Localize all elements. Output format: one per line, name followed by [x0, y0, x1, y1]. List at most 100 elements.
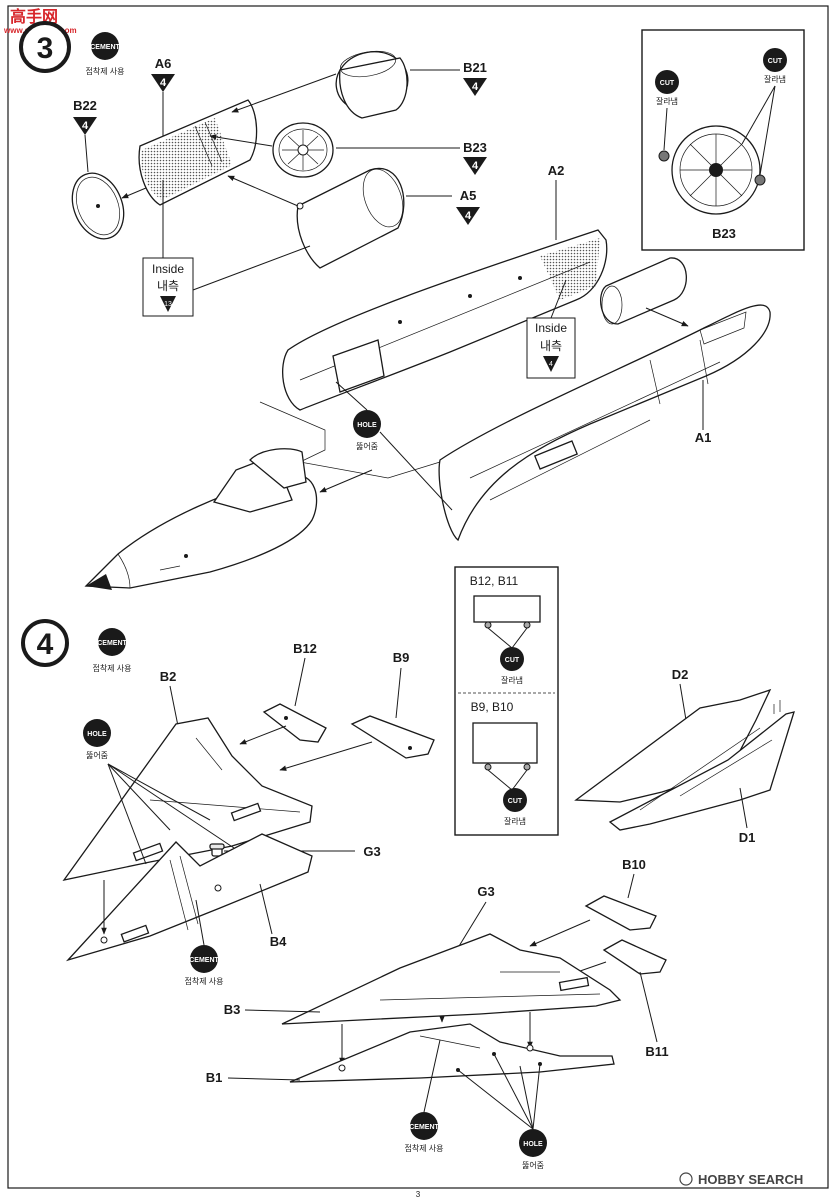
part-label-g3-left: G3	[363, 844, 380, 859]
detail-box-b23-cut: CUT 잘라냄 CUT 잘라냄 B23	[641, 29, 805, 251]
svg-text:CUT: CUT	[508, 798, 523, 805]
svg-text:4: 4	[37, 628, 54, 661]
watermark-hobby-search: HOBBY SEARCH	[679, 1172, 803, 1187]
part-b4-lower-wing	[65, 833, 313, 962]
svg-text:3: 3	[37, 32, 54, 65]
part-engine-pod	[600, 257, 687, 325]
part-b12-flap	[262, 703, 327, 743]
svg-text:HOLE: HOLE	[87, 731, 107, 738]
svg-text:뚫어줌: 뚫어줌	[522, 1160, 544, 1170]
part-label-b10: B10	[622, 857, 646, 872]
part-b1-lower-wing	[289, 1023, 615, 1083]
svg-text:CUT: CUT	[768, 58, 783, 65]
part-b11-flap	[602, 939, 667, 975]
part-b3-upper-wing	[281, 933, 622, 1025]
svg-text:내측: 내측	[157, 279, 179, 293]
svg-text:접착제 사용: 접착제 사용	[92, 663, 131, 673]
page-number: 3	[416, 1190, 421, 1199]
svg-text:B9, B10: B9, B10	[471, 700, 514, 714]
part-label-b21: B21 4	[463, 60, 487, 96]
svg-text:잘라냄: 잘라냄	[764, 74, 786, 84]
svg-text:A5: A5	[460, 188, 477, 203]
detail-b23-disk	[658, 125, 766, 215]
svg-text:잘라냄: 잘라냄	[656, 96, 678, 106]
part-a2-fuselage-half	[282, 229, 608, 411]
part-b10-flap	[584, 895, 657, 931]
cut-badge-right: CUT 잘라냄	[763, 48, 787, 84]
svg-text:잘라냄: 잘라냄	[504, 816, 526, 826]
svg-text:HOLE: HOLE	[357, 422, 377, 429]
part-b9-flap	[350, 715, 435, 759]
part-a6-half-shell	[138, 99, 258, 206]
svg-text:뚫어줌: 뚫어줌	[356, 441, 378, 451]
svg-text:4: 4	[472, 81, 479, 93]
svg-text:13: 13	[164, 301, 172, 308]
svg-text:잘라냄: 잘라냄	[501, 675, 523, 685]
svg-text:4: 4	[82, 120, 89, 132]
svg-text:HOLE: HOLE	[523, 1141, 543, 1148]
svg-text:CUT: CUT	[660, 80, 675, 87]
svg-text:B23: B23	[712, 226, 736, 241]
svg-text:B12, B11: B12, B11	[470, 574, 519, 588]
svg-text:CEMENT: CEMENT	[409, 1124, 439, 1131]
svg-text:CEMENT: CEMENT	[189, 957, 219, 964]
svg-text:4: 4	[472, 160, 479, 172]
part-label-b3: B3	[224, 1002, 241, 1017]
svg-text:4: 4	[160, 77, 167, 89]
step-4-cement-badge-mid: CEMENT 접착제 사용	[184, 945, 224, 986]
svg-text:Inside: Inside	[152, 262, 184, 276]
part-label-b4: B4	[270, 934, 287, 949]
part-label-a6: A6 4	[151, 56, 175, 92]
part-b23-disk	[272, 122, 334, 178]
part-label-a2: A2	[548, 163, 565, 178]
part-label-b2: B2	[160, 669, 177, 684]
detail-box-flap-cut: B12, B11 CUT 잘라냄 B9, B10 CUT 잘라냄	[454, 566, 559, 836]
part-label-b23: B23 4	[463, 140, 487, 175]
part-label-d1: D1	[739, 830, 756, 845]
svg-text:접착제 사용: 접착제 사용	[85, 66, 124, 76]
part-label-d2: D2	[672, 667, 689, 682]
part-a5-half-shell	[296, 167, 405, 269]
part-a1-fuselage	[438, 304, 771, 542]
svg-text:CEMENT: CEMENT	[97, 640, 127, 647]
svg-text:내측: 내측	[540, 339, 562, 353]
svg-text:접착제 사용: 접착제 사용	[184, 976, 223, 986]
step-4-cement-badge: CEMENT 접착제 사용	[92, 628, 132, 673]
part-label-b9: B9	[393, 650, 410, 665]
svg-text:B22: B22	[73, 98, 97, 113]
step-3-hole-badge: HOLE 뚫어줌	[353, 410, 381, 451]
svg-text:4: 4	[549, 361, 553, 368]
part-front-fuselage-nose	[84, 448, 318, 590]
part-d2-d1-vertical-tail	[574, 688, 795, 831]
part-label-a1: A1	[695, 430, 712, 445]
part-label-b22: B22 4	[73, 98, 97, 135]
svg-text:A6: A6	[155, 56, 172, 71]
step-4-hole-badge-bottom: HOLE 뚫어줌	[519, 1129, 547, 1170]
step-3: 3 CEMENT 접착제 사용 A6 4 B22 4	[19, 21, 805, 590]
page-frame	[7, 5, 829, 1189]
part-b22-disk	[71, 172, 125, 240]
svg-text:뚫어줌: 뚫어줌	[86, 750, 108, 760]
svg-text:HOBBY SEARCH: HOBBY SEARCH	[698, 1172, 803, 1187]
svg-text:접착제 사용: 접착제 사용	[404, 1143, 443, 1153]
cut-badge-left: CUT 잘라냄	[655, 70, 679, 106]
part-label-b11: B11	[645, 1044, 668, 1059]
part-label-a5: A5 4	[456, 188, 480, 225]
step-4-number-badge: 4	[21, 619, 69, 667]
inside-callout-1: Inside 내측 13	[142, 257, 194, 317]
svg-text:CUT: CUT	[505, 657, 520, 664]
svg-text:CEMENT: CEMENT	[90, 44, 120, 51]
svg-text:B21: B21	[463, 60, 487, 75]
svg-text:Inside: Inside	[535, 321, 567, 335]
part-label-b1: B1	[206, 1070, 223, 1085]
step-3-number-badge: 3	[19, 21, 71, 73]
svg-text:B23: B23	[463, 140, 487, 155]
step-4-cement-badge-bottom: CEMENT 접착제 사용	[404, 1112, 444, 1153]
part-g3-left	[209, 843, 225, 857]
step-4: 4 CEMENT 접착제 사용 B2 HOLE 뚫어줌 B12	[21, 566, 795, 1170]
step-4-hole-badge-left: HOLE 뚫어줌	[83, 719, 111, 760]
part-b21-ring	[335, 50, 409, 119]
svg-text:4: 4	[465, 210, 472, 222]
part-label-g3-right: G3	[477, 884, 494, 899]
